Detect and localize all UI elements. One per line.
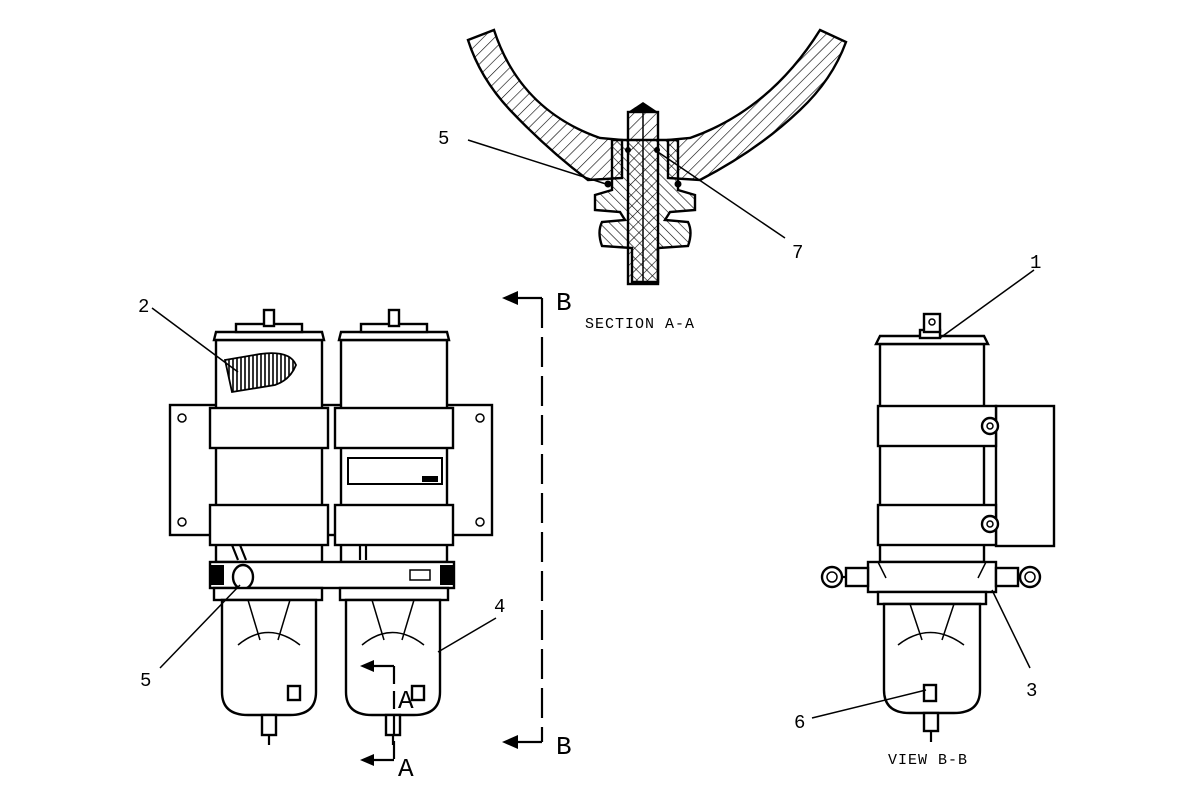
element-cutaway: [223, 352, 297, 394]
section-stem-tip: [628, 102, 658, 112]
view-marker-b-bottom: B: [556, 732, 572, 762]
front-callout-5: 5: [140, 670, 151, 692]
section-marker-a-bottom: A: [398, 754, 414, 784]
front-callout-4: 4: [494, 596, 505, 618]
section-a-a-view: 5 7 SECTION A-A: [438, 28, 848, 333]
view-marker-b-top: B: [556, 288, 572, 318]
section-housing-right: [666, 28, 848, 182]
front-view: 2 5 4 A A B B: [138, 288, 572, 784]
view-b-b: 1 3 6 VIEW B-B: [794, 252, 1056, 769]
view-caption: VIEW B-B: [888, 752, 968, 769]
section-housing: [466, 28, 624, 182]
section-callout-5: 5: [438, 128, 449, 150]
side-bracket: [994, 404, 1056, 548]
label-plate: [347, 457, 443, 485]
section-caption: SECTION A-A: [585, 316, 695, 333]
front-callout-2: 2: [138, 296, 149, 318]
section-marker-a-top: A: [398, 686, 414, 716]
side-callout-1: 1: [1030, 252, 1041, 274]
side-callout-6: 6: [794, 712, 805, 734]
side-callout-3: 3: [1026, 680, 1037, 702]
section-callout-7: 7: [792, 242, 803, 264]
